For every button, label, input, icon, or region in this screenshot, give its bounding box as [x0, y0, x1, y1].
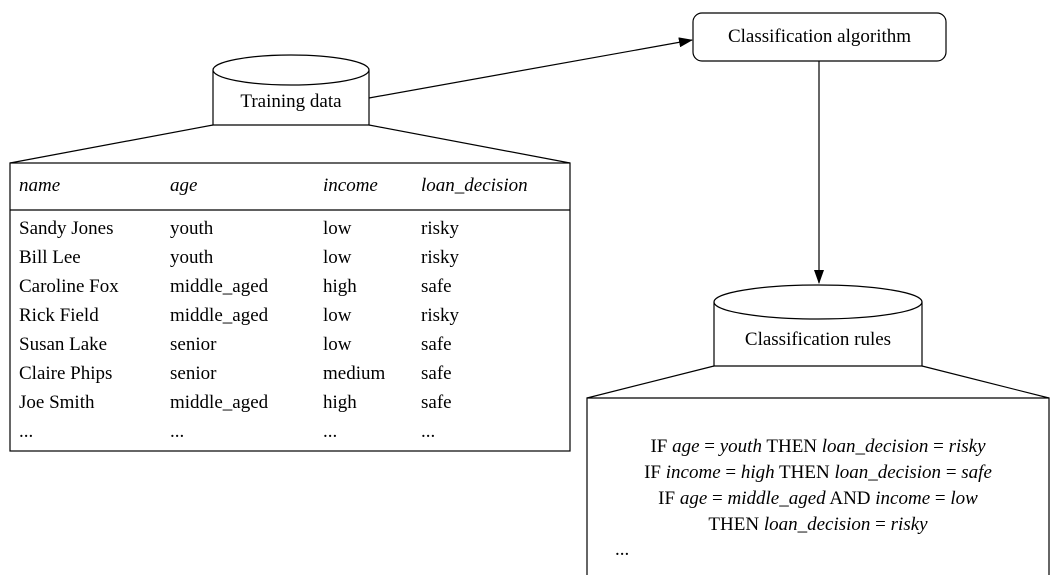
classification-rules-label: Classification rules	[744, 329, 892, 350]
rule-term: high	[740, 462, 775, 483]
rule-keyword: =	[870, 514, 891, 535]
cell-loan-decision: safe	[421, 363, 452, 384]
cell-name: Rick Field	[19, 305, 99, 326]
rules-fan-right	[921, 365, 1050, 399]
training-table-border	[9, 162, 571, 452]
cell-income: low	[323, 247, 352, 268]
rule-keyword: =	[930, 488, 951, 509]
cell-loan-decision: risky	[421, 247, 459, 268]
cell-loan-decision: safe	[421, 392, 452, 413]
table-header: name age income loan_decision	[10, 172, 570, 199]
rules-fan-left	[586, 365, 715, 399]
cell-age: youth	[170, 218, 214, 239]
training-data-table: name age income loan_decision Sandy Jone…	[10, 163, 570, 451]
cell-loan-decision: safe	[421, 334, 452, 355]
rule-line: IF income = high THEN loan_decision = sa…	[587, 460, 1049, 486]
cell-income: ...	[323, 421, 338, 442]
table-row: Rick Field middle_aged low risky	[10, 302, 570, 329]
rule-term: risky	[890, 514, 928, 535]
rule-term: youth	[719, 436, 762, 457]
rule-keyword: THEN	[708, 514, 764, 535]
cell-age: youth	[170, 247, 214, 268]
rule-keyword: =	[707, 488, 728, 509]
rule-keyword: AND	[825, 488, 876, 509]
cell-loan-decision: safe	[421, 276, 452, 297]
rules-ellipsis: ...	[615, 539, 630, 560]
rule-term: middle_aged	[727, 488, 826, 509]
rule-keyword: IF	[644, 462, 666, 483]
cell-loan-decision: ...	[421, 421, 436, 442]
column-header-income: income	[323, 175, 378, 196]
rule-keyword: IF	[658, 488, 680, 509]
cell-income: high	[323, 392, 357, 413]
cell-age: ...	[170, 421, 185, 442]
cell-name: Bill Lee	[19, 247, 81, 268]
classification-rules-box: IF age = youth THEN loan_decision = risk…	[587, 398, 1049, 575]
training-data-label: Training data	[240, 91, 342, 112]
classification-rules-cylinder	[713, 284, 923, 367]
rule-keyword: =	[699, 436, 720, 457]
training-fan-right	[368, 124, 571, 164]
cell-age: middle_aged	[170, 305, 269, 326]
cell-name: Sandy Jones	[19, 218, 114, 239]
column-header-name: name	[19, 175, 61, 196]
cell-name: ...	[19, 421, 34, 442]
rule-term: age	[672, 436, 700, 457]
table-row: Joe Smith middle_aged high safe	[10, 389, 570, 416]
table-row: Claire Phips senior medium safe	[10, 360, 570, 387]
rule-term: low	[950, 488, 978, 509]
rule-term: loan_decision	[821, 436, 929, 457]
cell-income: medium	[323, 363, 386, 384]
rule-keyword: IF	[650, 436, 673, 457]
rule-keyword: =	[720, 462, 741, 483]
rule-term: safe	[961, 462, 992, 483]
cell-name: Claire Phips	[19, 363, 113, 384]
cell-age: middle_aged	[170, 276, 269, 297]
training-fan-left	[9, 124, 214, 164]
cell-name: Joe Smith	[19, 392, 95, 413]
cell-income: low	[323, 334, 352, 355]
cell-loan-decision: risky	[421, 218, 459, 239]
table-row: Caroline Fox middle_aged high safe	[10, 273, 570, 300]
rule-line: IF age = middle_aged AND income = low	[587, 486, 1049, 512]
cell-name: Susan Lake	[19, 334, 108, 355]
rule-keyword: THEN	[761, 436, 822, 457]
rule-term: age	[679, 488, 708, 509]
rule-term: loan_decision	[763, 514, 871, 535]
cell-income: high	[323, 276, 357, 297]
rules-box-border	[586, 397, 1050, 575]
rule-keyword: =	[928, 436, 949, 457]
table-row: Sandy Jones youth low risky	[10, 215, 570, 242]
rule-line: THEN loan_decision = risky	[587, 512, 1049, 538]
cell-loan-decision: risky	[421, 305, 459, 326]
arrow-training-to-algorithm	[368, 37, 693, 99]
cell-income: low	[323, 305, 352, 326]
rule-line: IF age = youth THEN loan_decision = risk…	[587, 434, 1049, 460]
rule-term: loan_decision	[834, 462, 942, 483]
rule-term: risky	[948, 436, 986, 457]
cell-age: senior	[170, 334, 217, 355]
training-data-cylinder	[212, 54, 370, 126]
rule-term: income	[875, 488, 931, 509]
cell-age: senior	[170, 363, 217, 384]
rule-keyword: =	[941, 462, 962, 483]
table-row: ............	[10, 418, 570, 445]
rule-term: income	[665, 462, 721, 483]
table-row: Bill Lee youth low risky	[10, 244, 570, 271]
classification-algorithm-label: Classification algorithm	[727, 26, 912, 47]
column-header-loan-decision: loan_decision	[421, 175, 528, 196]
cell-income: low	[323, 218, 352, 239]
cell-name: Caroline Fox	[19, 276, 119, 297]
rule-keyword: THEN	[774, 462, 835, 483]
table-row: Susan Lake senior low safe	[10, 331, 570, 358]
column-header-age: age	[170, 175, 198, 196]
cell-age: middle_aged	[170, 392, 269, 413]
